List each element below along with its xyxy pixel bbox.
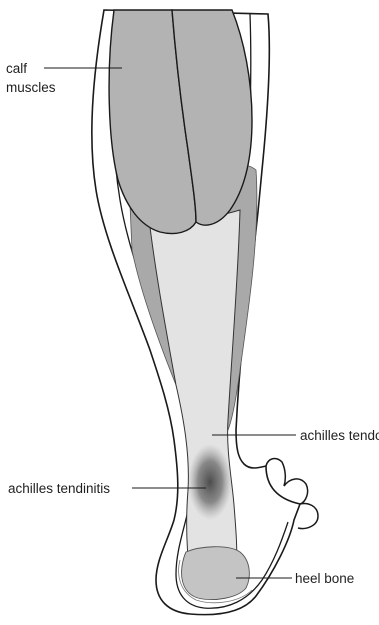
achilles-tendon-shape: [148, 210, 240, 575]
heel-bone-label: heel bone: [295, 571, 354, 586]
achilles-tendon-label: achilles tendon: [300, 428, 379, 443]
calf-muscles-label-line2: muscles: [6, 80, 56, 95]
tendinitis-spot: [188, 444, 232, 520]
heel-bone-shape: [182, 547, 250, 600]
achilles-tendinitis-label: achilles tendinitis: [8, 481, 110, 496]
calf-muscles-label-line1: calf: [6, 61, 27, 76]
